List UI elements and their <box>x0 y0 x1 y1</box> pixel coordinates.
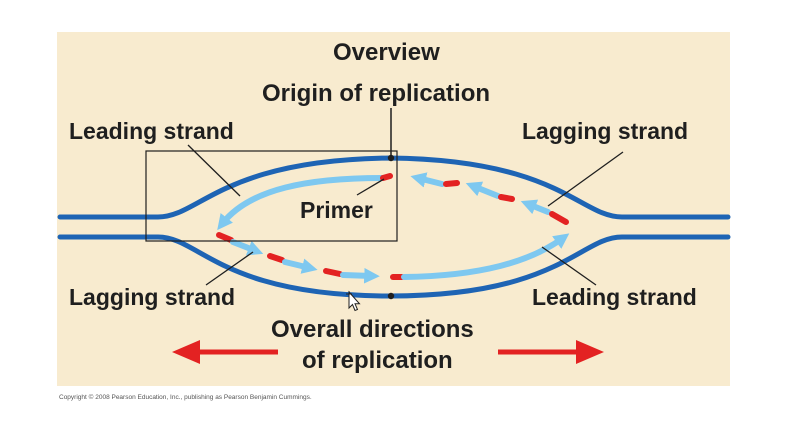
label-lagging-strand-right: Lagging strand <box>522 118 689 144</box>
primer-top-origin <box>380 173 393 181</box>
detail-region-box <box>145 150 398 242</box>
label-directions-line1: Overall directions <box>271 316 474 343</box>
leading-strand-top <box>217 175 386 231</box>
leading-strand-bottom <box>401 233 570 280</box>
parental-top-strand <box>57 155 731 220</box>
leader-lines <box>187 144 624 286</box>
okazaki-fragment-5 <box>282 258 318 274</box>
leader-primer <box>356 178 385 196</box>
okazaki-fragment-3 <box>520 199 551 215</box>
direction-arrow-right-head <box>576 340 604 364</box>
new-strands <box>216 172 570 284</box>
label-origin-of-replication: Origin of replication <box>262 80 491 107</box>
okazaki-fragment-2 <box>465 181 501 199</box>
copyright-footer: Copyright © 2008 Pearson Education, Inc.… <box>59 394 312 401</box>
okazaki-fragment-6 <box>340 267 380 284</box>
leader-leading-left <box>187 144 241 197</box>
label-directions-line2: of replication <box>302 347 453 374</box>
primer-frag-6 <box>323 268 343 277</box>
diagram-panel <box>57 32 730 386</box>
title-overview: Overview <box>333 39 440 66</box>
label-leading-strand-right: Leading strand <box>532 284 697 310</box>
okazaki-fragment-1 <box>410 172 445 188</box>
mouse-cursor-icon <box>346 290 361 312</box>
primer-frag-5 <box>267 253 285 263</box>
origin-dot-bottom <box>387 292 395 300</box>
origin-dot-top <box>387 154 395 162</box>
leader-lagging-right <box>547 151 624 207</box>
primer-frag-2 <box>498 194 515 202</box>
direction-arrows <box>172 340 604 364</box>
okazaki-fragment-4 <box>230 239 264 256</box>
origin-markers <box>387 108 395 300</box>
primer-frag-3 <box>549 211 569 225</box>
direction-arrow-left-head <box>172 340 200 364</box>
leader-leading-right <box>541 246 597 286</box>
label-lagging-strand-left: Lagging strand <box>69 284 236 310</box>
label-primer: Primer <box>300 197 373 223</box>
label-leading-strand-left: Leading strand <box>69 118 234 144</box>
leader-lagging-left <box>205 251 254 286</box>
primer-frag-4 <box>216 232 234 243</box>
primer-frag-1 <box>443 180 460 187</box>
